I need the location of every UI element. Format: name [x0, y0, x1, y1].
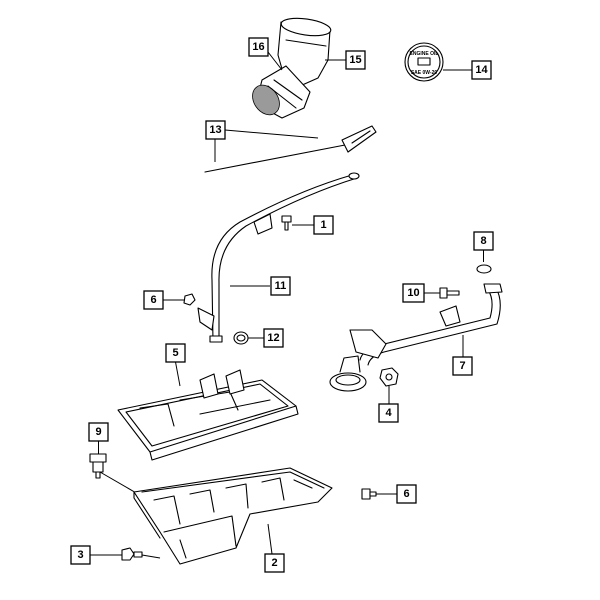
svg-text:6: 6: [403, 488, 409, 500]
callout-11: 11: [270, 276, 291, 296]
pickup-nut: [379, 367, 399, 387]
svg-text:3: 3: [77, 549, 83, 561]
callout-12: 12: [263, 328, 284, 348]
dipstick-oring: [233, 331, 249, 345]
drain-plug: [121, 547, 143, 561]
callout-5: 5: [165, 343, 186, 363]
svg-text:15: 15: [349, 54, 361, 66]
oil-pickup-oring: [476, 264, 492, 274]
callout-8: 8: [473, 231, 494, 251]
callout-16: 16: [248, 37, 269, 57]
callout-14: 14: [471, 60, 492, 80]
svg-text:6: 6: [150, 294, 156, 306]
callout-2: 2: [264, 553, 285, 573]
callout-10: 10: [402, 283, 425, 303]
callout-3: 3: [70, 545, 91, 565]
oil-pickup-tube: [329, 283, 503, 392]
callout-6-upper: 6: [143, 290, 164, 310]
callout-7: 7: [452, 356, 473, 376]
svg-text:8: 8: [480, 235, 486, 247]
svg-text:9: 9: [95, 426, 101, 438]
oil-level-sensor: [89, 453, 107, 479]
lower-bolt-6: [361, 488, 377, 500]
callout-1: 1: [313, 215, 334, 235]
callout-15: 15: [345, 50, 366, 70]
callout-9: 9: [88, 422, 109, 442]
svg-text:16: 16: [252, 41, 264, 53]
svg-text:7: 7: [459, 360, 465, 372]
dipstick-tube: [197, 172, 360, 343]
svg-text:10: 10: [407, 287, 419, 299]
svg-text:2: 2: [271, 557, 277, 569]
tube-bolt: [281, 215, 292, 231]
callout-4: 4: [378, 403, 399, 423]
svg-text:ENGINE OIL: ENGINE OIL: [410, 51, 439, 57]
svg-text:1: 1: [320, 219, 326, 231]
svg-text:12: 12: [267, 332, 279, 344]
oil-pan: [133, 467, 333, 565]
callout-6-lower: 6: [396, 484, 417, 504]
svg-text:SAE 0W-20: SAE 0W-20: [411, 70, 438, 76]
svg-text:13: 13: [209, 124, 221, 136]
oil-filler-tube: [252, 17, 332, 119]
callout-13: 13: [205, 120, 226, 140]
svg-text:14: 14: [475, 64, 488, 76]
pickup-bolt-10: [439, 287, 460, 299]
windage-tray: [117, 369, 299, 461]
svg-text:11: 11: [275, 280, 287, 292]
svg-text:5: 5: [172, 347, 178, 359]
upper-bolt-6: [183, 293, 196, 306]
oil-dipstick: [204, 125, 377, 173]
oil-filler-cap: ENGINE OIL SAE 0W-20: [404, 42, 444, 82]
svg-text:4: 4: [385, 407, 392, 419]
